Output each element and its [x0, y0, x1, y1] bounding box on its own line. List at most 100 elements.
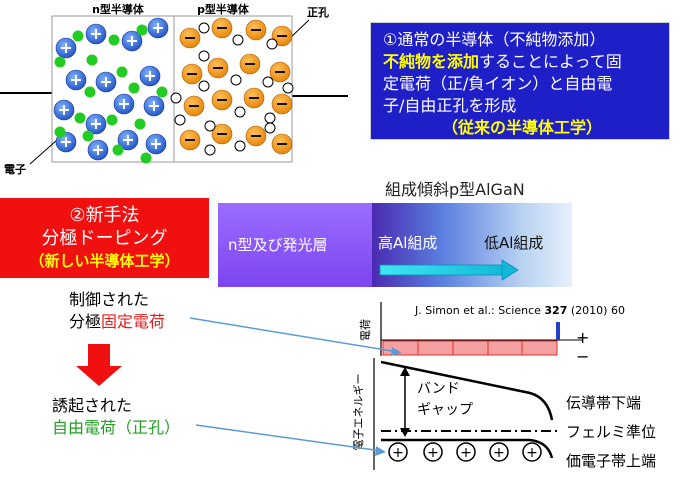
hole-circle — [456, 442, 476, 462]
hole-dot — [198, 50, 210, 62]
graded-algan-title: 組成傾斜p型AlGaN — [385, 180, 525, 199]
electron-dot — [86, 54, 98, 66]
conduction-band-label: 伝導帯下端 — [566, 394, 641, 412]
valence-band-edge — [381, 438, 554, 459]
electron-dot — [72, 30, 84, 42]
acceptor-ion — [183, 95, 205, 117]
induced-line-1: 誘起された — [52, 396, 133, 415]
hole-dot — [204, 144, 216, 156]
conventional-subtitle: （従来の半導体工学） — [441, 118, 602, 137]
donor-ion — [85, 23, 107, 45]
acceptor-ion — [245, 19, 267, 41]
hole-dot — [262, 76, 274, 88]
composition-gradient-bar: n型及び発光層 高Al組成 低Al組成 — [218, 203, 572, 287]
conventional-line-2: 不純物を添加することによって固 — [383, 52, 622, 71]
acceptor-ion — [239, 53, 261, 75]
donor-ion — [145, 133, 167, 155]
acceptor-ion — [271, 93, 293, 115]
electron-dot — [156, 86, 168, 98]
hole-circle — [489, 442, 509, 462]
donor-ion — [85, 113, 107, 135]
donor-ion — [117, 129, 139, 151]
electron-dot — [116, 66, 128, 78]
hole-dot — [198, 22, 210, 34]
minus-sign: − — [576, 347, 589, 366]
electron-dot — [140, 152, 152, 164]
acceptor-ion — [211, 89, 233, 111]
electron-dot — [112, 144, 124, 156]
donor-ion — [95, 71, 117, 93]
electron-pointer-line — [29, 139, 58, 165]
bandgap-label-2: ギャップ — [417, 402, 473, 418]
plus-sign: + — [576, 328, 589, 347]
donor-ion — [113, 93, 135, 115]
hole-label: 正孔 — [307, 6, 329, 19]
bandgap-label-1: バンド — [417, 381, 460, 397]
conventional-line-4: 子/自由正孔を形成 — [383, 96, 517, 115]
conventional-line-3: 定電荷（正/負イオン）と自由電 — [383, 74, 613, 93]
acceptor-ion — [207, 57, 229, 79]
electron-dot — [134, 118, 146, 130]
donor-ion — [139, 65, 161, 87]
new-method-title: ②新手法 — [69, 205, 140, 226]
electron-dot — [54, 56, 66, 68]
n-type-region: n型及び発光層 — [218, 203, 372, 287]
conventional-title: ①通常の半導体（不純物添加） — [383, 30, 606, 49]
conventional-semiconductor-box: ①通常の半導体（不純物添加） 不純物を添加することによって固 定電荷（正/負イオ… — [370, 22, 670, 140]
hole-dot — [264, 122, 276, 134]
acceptor-ion — [179, 129, 201, 151]
hole-plus: + — [493, 445, 505, 461]
bandgap-arrowhead-up — [400, 367, 410, 376]
connector-arrowhead — [391, 347, 402, 356]
high-al-label: 高Al組成 — [378, 234, 438, 252]
controlled-line-2: 分極固定電荷 — [69, 312, 166, 331]
connector-free-charge — [195, 424, 383, 452]
new-method-box: ②新手法 分極ドーピング （新しい半導体工学） — [0, 198, 209, 278]
new-method-name: 分極ドーピング — [41, 228, 168, 249]
hole-dot — [234, 140, 246, 152]
acceptor-ion — [245, 125, 267, 147]
electron-dot — [54, 126, 66, 138]
hole-dot — [198, 80, 210, 92]
acceptor-ion — [181, 63, 203, 85]
induced-line-2: 自由電荷（正孔） — [52, 418, 181, 437]
donor-ion — [143, 95, 165, 117]
controlled-charge-text: 制御された 分極固定電荷 — [69, 289, 165, 333]
doping-highlight: 不純物を添加 — [383, 52, 480, 71]
controlled-line-1: 制御された — [69, 290, 150, 309]
positive-surface-charge — [556, 322, 560, 340]
acceptor-ion — [243, 87, 265, 109]
citation: J. Simon et al.: Science 327 (2010) 60 — [414, 304, 625, 317]
hole-dot — [282, 82, 294, 94]
charge-axis-label: 電荷 — [359, 319, 372, 341]
n-type-region-label: n型及び発光層 — [228, 236, 328, 254]
hole-dot — [204, 120, 216, 132]
fermi-level-label: フェルミ準位 — [566, 423, 656, 441]
n-region-electrons — [54, 24, 168, 164]
hole-dot — [174, 114, 186, 126]
acceptor-ion — [179, 27, 201, 49]
hole-dot — [266, 38, 278, 50]
hole-plus: + — [460, 445, 472, 461]
p-region-holes — [170, 22, 294, 156]
hole-dot — [232, 34, 244, 46]
hole-circle — [423, 442, 443, 462]
low-al-label: 低Al組成 — [484, 234, 544, 252]
energy-axis-label: 電子エネルギー — [352, 374, 365, 451]
n-region-donor-ions — [53, 17, 169, 161]
connector-fixed-charge — [189, 317, 399, 353]
conduction-band-edge — [380, 360, 554, 421]
composition-arrow — [379, 259, 519, 281]
acceptor-ion — [269, 61, 291, 83]
donor-ion — [121, 30, 143, 52]
down-arrow — [76, 344, 122, 386]
electron-dot — [128, 82, 140, 94]
p-type-label: p型半導体 — [197, 2, 250, 16]
hole-plus: + — [427, 445, 439, 461]
graded-p-type-region: 高Al組成 低Al組成 — [372, 203, 572, 287]
acceptor-ion — [271, 25, 293, 47]
negative-polarization-charge — [382, 340, 558, 356]
acceptor-ion — [211, 17, 233, 39]
hole-dot — [230, 74, 242, 86]
connector-arrowhead — [375, 446, 386, 456]
